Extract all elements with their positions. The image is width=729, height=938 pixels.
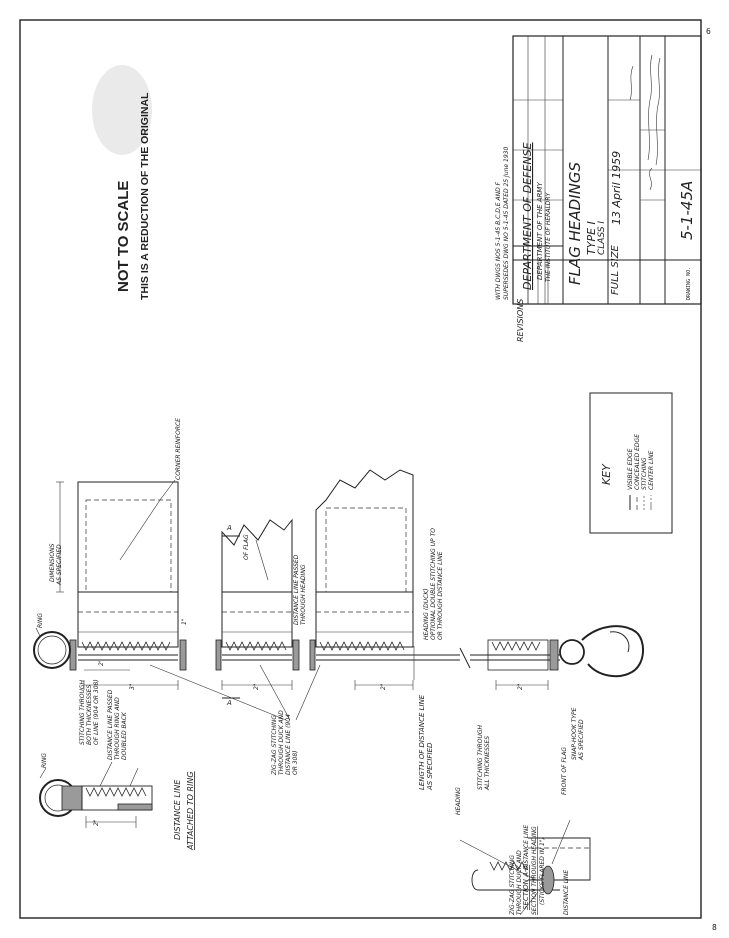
label-heading: HEADING — [455, 787, 462, 815]
title-block: DEPARTMENT OF DEFENSE DEPARTMENT OF THE … — [495, 35, 702, 342]
snap-hook — [581, 625, 644, 678]
drawing-number: 5-1-45A — [678, 181, 696, 240]
label-heading-duck-1: HEADING (DUCK) — [423, 588, 430, 640]
label-snap-hook-1: SNAP-HOOK TYPE — [571, 707, 578, 760]
label-distance-line-b: DISTANCE LINE — [563, 870, 570, 915]
label-dist-line-heading-2: THROUGH HEADING — [300, 564, 307, 625]
title-office-1: DEPARTMENT OF THE ARMY — [536, 182, 544, 280]
label-stitch-all-1: STITCHING THROUGH — [477, 724, 484, 790]
label-section-aa-3: (STICKS FLARED IN 1") — [539, 837, 546, 905]
label-dimensions-1: DIMENSIONS — [49, 543, 56, 582]
label-stitch-through-3: OF LINE (904 OR 308) — [93, 679, 100, 745]
label-attached-to-ring: ATTACHED TO RING — [186, 771, 195, 851]
sheet-border — [19, 19, 702, 919]
label-zigzag-2: THROUGH DUCK AND — [278, 710, 285, 775]
stamp-line-2: THIS IS A REDUCTION OF THE ORIGINAL — [139, 92, 151, 300]
dim-2-mid: 2" — [253, 683, 260, 690]
label-length-dist-2: AS SPECIFIED — [426, 742, 434, 791]
title-office-2: THE INSTITUTE OF HERALDRY — [545, 191, 552, 282]
dim-2-low: 2" — [380, 683, 387, 690]
drawing-title: FLAG HEADINGS — [566, 162, 584, 285]
key-item-visible-edge: VISIBLE EDGE — [627, 448, 634, 490]
label-zigzag-1: ZIG-ZAG STITCHING — [271, 715, 278, 776]
drawing-type: TYPE I — [585, 221, 598, 255]
label-stitch-through-2: BOTH THICKNESSES — [86, 685, 93, 745]
label-zigzag-3: DISTANCE LINE (904 — [285, 714, 292, 775]
page-number: 6 — [706, 27, 711, 36]
label-dist-line-passed-1: DISTANCE LINE PASSED — [107, 689, 114, 760]
dim-1: 1" — [181, 618, 188, 625]
snap-hook-eye — [559, 639, 585, 665]
label-zigzag-b-3: DISTANCE LINE — [523, 825, 530, 870]
label-ring-detail: RING — [41, 753, 48, 768]
stamp-line-1: NOT TO SCALE — [115, 181, 132, 292]
label-corner-reinforce: CORNER REINFORCE — [175, 418, 182, 480]
label-dist-line-heading-1: DISTANCE LINE PASSED — [293, 554, 300, 625]
key-item-center-line: CENTER LINE — [648, 450, 655, 490]
label-heading-duck-2: OPTIONAL DOUBLE STITCHING UP TO — [430, 528, 437, 640]
title-department: DEPARTMENT OF DEFENSE — [521, 142, 534, 290]
label-section-aa-1: SECTION A-A — [522, 865, 530, 910]
annotations: RING RING STITCHING THROUGH BOTH THICKNE… — [37, 418, 585, 916]
label-stitch-through-1: STITCHING THROUGH — [79, 679, 86, 745]
label-dimensions-2: AS SPECIFIED — [56, 544, 63, 586]
key-item-stitching: STITCHING — [641, 457, 648, 490]
section-a-marker-top: A — [226, 524, 232, 532]
key-title: KEY — [600, 463, 613, 485]
dim-2-hook: 2" — [517, 683, 524, 690]
label-heading-duck-3: OR THROUGH DISTANCE LINE — [437, 551, 444, 640]
label-dist-line-passed-2: THROUGH RING AND — [114, 697, 121, 760]
detail-ring-attachment — [39, 761, 153, 828]
drawing-date: 13 April 1959 — [610, 151, 623, 225]
drawing-no-label: DRAWING NO. — [686, 267, 692, 300]
label-zigzag-b-2: THROUGH DUCK AND — [516, 850, 523, 915]
label-of-flag: OF FLAG — [243, 534, 250, 560]
dim-2-top: 2" — [98, 659, 105, 666]
label-length-dist-1: LENGTH OF DISTANCE LINE — [418, 694, 426, 790]
section-a-a — [459, 819, 591, 916]
section-a-marker-bottom: A — [226, 699, 232, 707]
drawing-class: CLASS I — [597, 221, 607, 255]
signatures — [629, 54, 661, 191]
label-section-aa-2: SECTION THROUGH HEADING — [531, 826, 538, 915]
dim-2-ring: 2" — [93, 819, 100, 826]
dim-3-top: 3" — [129, 683, 136, 690]
supersedes-note-2: SUPERSEDES DWG NO 5-1-45 DATED 25 June 1… — [503, 147, 510, 300]
not-to-scale-stamp: NOT TO SCALE THIS IS A REDUCTION OF THE … — [92, 65, 152, 300]
label-stitch-all-2: ALL THICKNESSES — [484, 736, 491, 791]
key-legend: KEY VISIBLE EDGE CONCEALED EDGE STITCHIN… — [589, 392, 673, 534]
label-front-of-flag: FRONT OF FLAG — [561, 747, 568, 795]
supersedes-note-1: WITH DWGS NOS 5-1-45 B,C,D,E AND F — [495, 181, 502, 300]
flag-body-top — [77, 481, 179, 593]
label-zigzag-b-1: ZIG-ZAG STITCHING — [509, 855, 516, 916]
heading-strip: A A — [33, 469, 644, 707]
ring-top — [33, 631, 71, 669]
page-number-bottom: 8 — [712, 923, 717, 932]
label-zigzag-4: OR 308) — [292, 750, 299, 775]
revisions-label: REVISIONS — [516, 299, 525, 342]
label-snap-hook-2: AS SPECIFIED — [578, 719, 585, 761]
label-ring-top: RING — [37, 613, 44, 628]
drawing-scale: FULL SIZE — [610, 244, 621, 295]
label-dist-line-passed-3: DOUBLED BACK — [121, 711, 128, 760]
key-item-concealed-edge: CONCEALED EDGE — [634, 434, 641, 490]
label-distance-line: DISTANCE LINE — [173, 779, 182, 840]
